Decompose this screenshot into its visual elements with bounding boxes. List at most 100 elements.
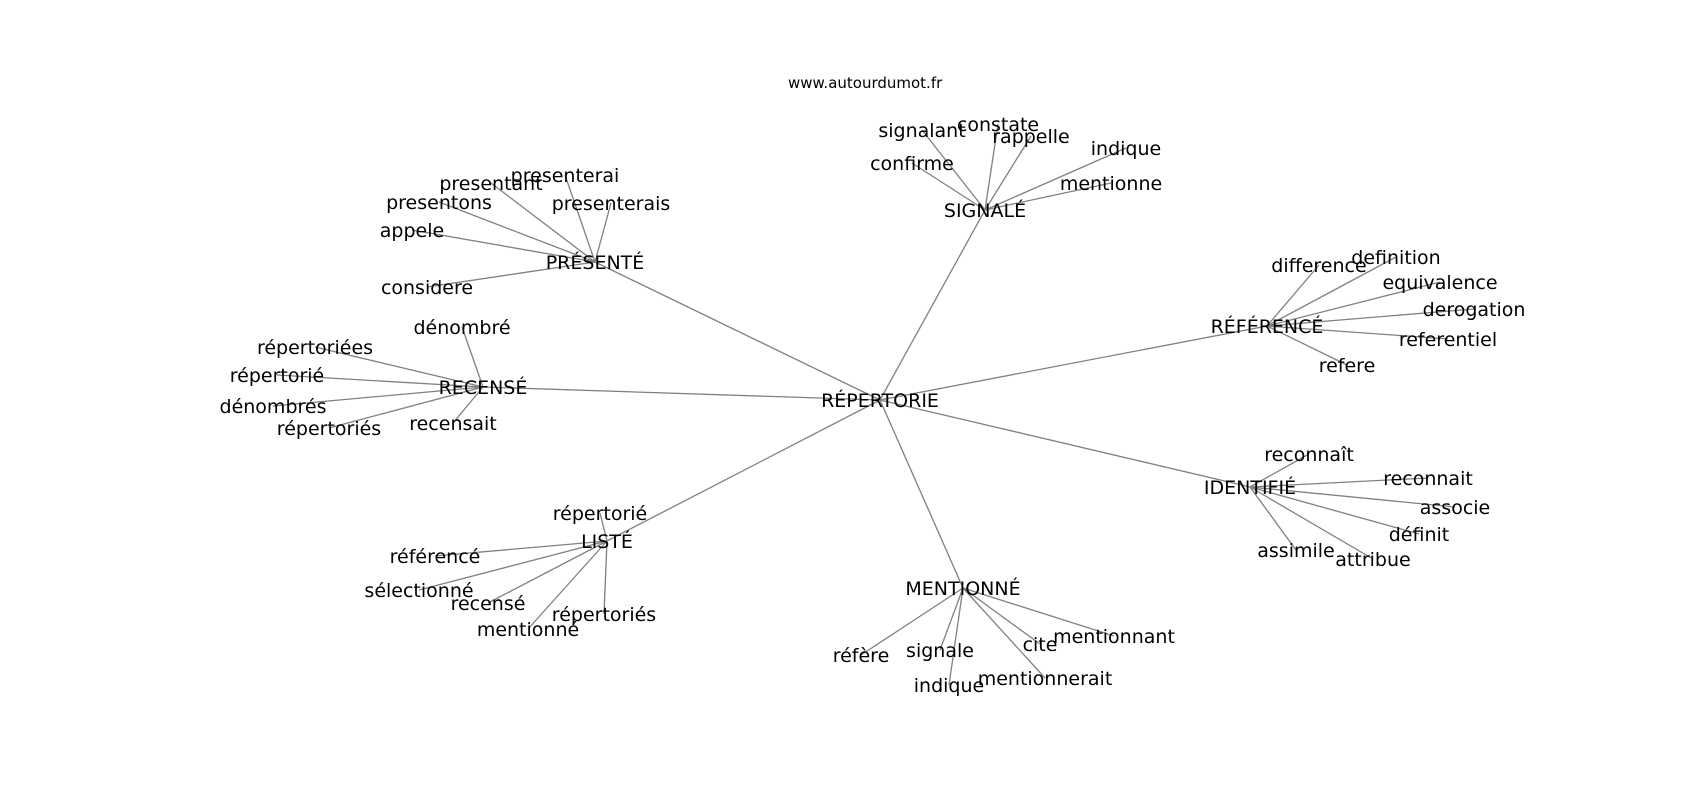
child-node-label: rappelle xyxy=(992,126,1070,148)
edge-center-to-group xyxy=(606,399,881,542)
edge-group-to-child xyxy=(434,540,608,557)
edges-layer xyxy=(272,123,1475,686)
edge-group-to-child xyxy=(426,261,596,288)
edge-group-to-child xyxy=(527,540,608,630)
edge-center-to-group xyxy=(482,386,881,401)
edge-group-to-child xyxy=(860,587,964,656)
child-node-label: répertoriées xyxy=(257,337,373,359)
group-node-label: RECENSÉ xyxy=(439,376,528,399)
child-node-label: mentionnant xyxy=(1053,626,1175,648)
child-node-label: appele xyxy=(380,220,444,242)
child-node-label: indique xyxy=(1091,138,1161,160)
edge-group-to-child xyxy=(487,540,608,604)
child-node-label: recensait xyxy=(409,413,497,435)
edge-group-to-child xyxy=(276,374,484,388)
edge-group-to-child xyxy=(1249,486,1456,508)
child-node-label: signale xyxy=(906,640,974,662)
edge-group-to-child xyxy=(418,540,608,591)
child-node-label: réfère xyxy=(833,645,890,667)
labels-layer: RÉPERTORIE SIGNALÉ signalantconstaterappel… xyxy=(220,114,1526,697)
child-node-label: referentiel xyxy=(1399,329,1497,351)
edge-group-to-child xyxy=(962,587,1046,679)
group-node-label: PRÉSENTÉ xyxy=(546,251,645,274)
group-node-label: RÉFÉRENCÉ xyxy=(1211,315,1324,338)
group-node-label: MENTIONNÉ xyxy=(905,577,1020,600)
child-node-label: equivalence xyxy=(1382,272,1497,294)
group-node-label: LISTÉ xyxy=(581,530,633,553)
child-node-label: reconnaît xyxy=(1264,444,1354,466)
child-node-label: dénombrés xyxy=(220,396,327,418)
edge-group-to-child xyxy=(1249,486,1374,560)
edge-group-to-child xyxy=(411,229,596,263)
child-node-label: difference xyxy=(1271,255,1366,277)
child-node-label: presenterais xyxy=(552,193,671,215)
child-node-label: constate xyxy=(957,114,1039,136)
site-watermark: www.autourdumot.fr xyxy=(788,74,943,92)
group-node-label: IDENTIFIÉ xyxy=(1204,476,1296,499)
child-node-label: répertoriés xyxy=(552,604,656,626)
child-node-label: presenterai xyxy=(511,165,620,187)
child-node-label: dénombré xyxy=(413,317,510,339)
child-node-label: cite xyxy=(1023,634,1058,656)
child-node-label: répertoriés xyxy=(277,418,381,440)
child-node-label: associe xyxy=(1420,497,1490,519)
edge-group-to-child xyxy=(962,587,1041,645)
child-node-label: presentons xyxy=(386,192,492,214)
child-node-label: répertorié xyxy=(230,365,325,387)
group-node-label: SIGNALÉ xyxy=(944,199,1026,222)
child-node-label: derogation xyxy=(1423,299,1526,321)
child-node-label: definition xyxy=(1351,247,1440,269)
child-node-label: indique xyxy=(914,675,984,697)
child-node-label: signalant xyxy=(878,120,965,142)
edge-group-to-child xyxy=(1249,453,1310,488)
edge-group-to-child xyxy=(1249,486,1297,551)
edge-group-to-child xyxy=(599,512,608,542)
edge-group-to-child xyxy=(1266,264,1320,327)
edge-group-to-child xyxy=(948,587,964,686)
edge-group-to-child xyxy=(1266,308,1475,327)
child-node-label: mentionne xyxy=(1060,173,1162,195)
edge-group-to-child xyxy=(984,123,999,211)
edge-group-to-child xyxy=(1266,256,1397,327)
edge-group-to-child xyxy=(984,182,1112,211)
edge-group-to-child xyxy=(1249,486,1420,535)
child-node-label: sélectionné xyxy=(364,580,473,602)
edge-group-to-child xyxy=(939,587,964,651)
edge-center-to-group xyxy=(879,399,964,589)
child-node-label: définit xyxy=(1389,524,1450,546)
child-node-label: attribue xyxy=(1335,549,1410,571)
edge-center-to-group xyxy=(879,209,986,401)
edge-group-to-child xyxy=(438,201,596,263)
center-node-label: RÉPERTORIE xyxy=(821,389,939,412)
edge-group-to-child xyxy=(272,386,484,407)
edge-group-to-child xyxy=(921,129,986,211)
edge-group-to-child xyxy=(328,386,484,429)
edge-center-to-group xyxy=(879,325,1268,401)
edge-group-to-child xyxy=(490,182,596,263)
edge-group-to-child xyxy=(911,162,986,211)
child-node-label: référencé xyxy=(390,546,481,568)
child-node-label: considere xyxy=(381,277,473,299)
child-node-label: refere xyxy=(1319,355,1376,377)
edge-group-to-child xyxy=(452,386,484,424)
edge-group-to-child xyxy=(314,346,484,388)
edge-group-to-child xyxy=(603,540,608,615)
edge-group-to-child xyxy=(1266,325,1348,366)
child-node-label: répertorié xyxy=(553,503,648,525)
child-node-label: mentionnerait xyxy=(978,668,1113,690)
edge-group-to-child xyxy=(962,587,1115,637)
edge-group-to-child xyxy=(564,174,596,263)
child-node-label: reconnait xyxy=(1383,468,1473,490)
child-node-label: recensé xyxy=(451,593,526,615)
edge-group-to-child xyxy=(1266,325,1449,340)
edge-center-to-group xyxy=(594,261,881,401)
edge-group-to-child xyxy=(984,147,1127,211)
edge-group-to-child xyxy=(1266,281,1441,327)
child-node-label: assimile xyxy=(1257,540,1334,562)
child-node-label: confirme xyxy=(870,153,954,175)
child-node-label: mentionné xyxy=(477,619,579,641)
edge-center-to-group xyxy=(879,399,1251,488)
edge-group-to-child xyxy=(1249,477,1429,488)
edge-group-to-child xyxy=(594,202,612,263)
